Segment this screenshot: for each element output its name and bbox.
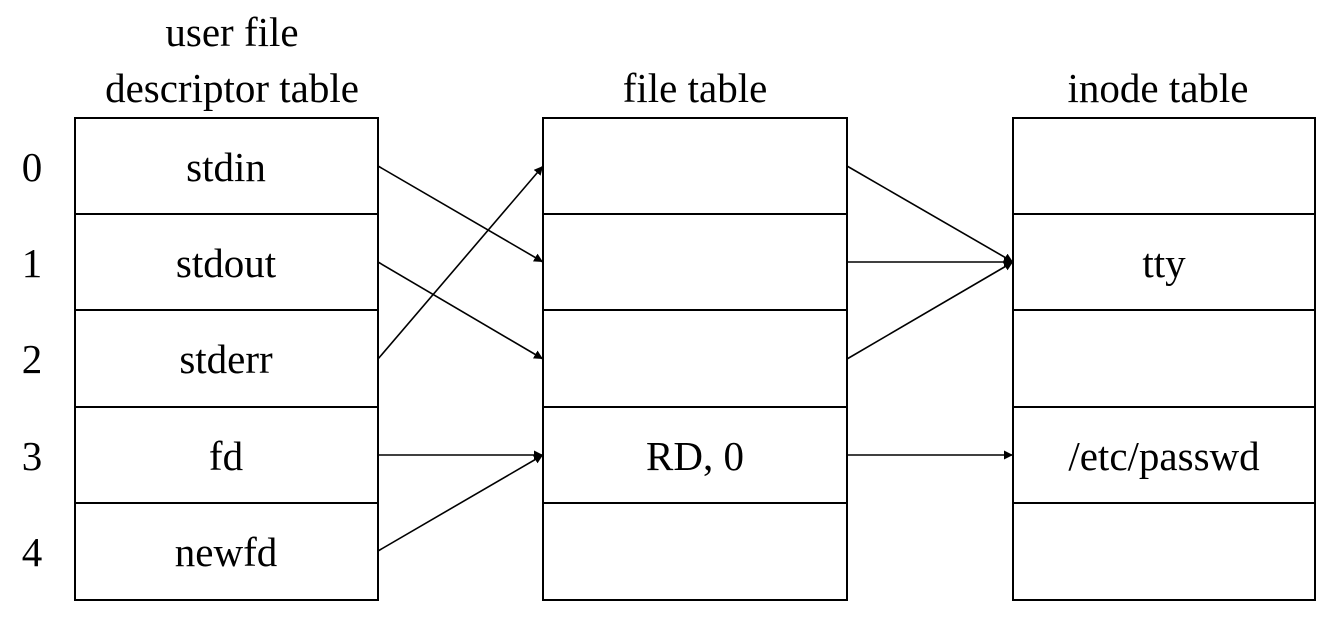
file-table-cell-0	[542, 117, 848, 215]
user-fd-cell-0-label: stdin	[186, 144, 266, 190]
inode-table-cell-3-label: /etc/passwd	[1068, 433, 1259, 479]
user-fd-cell-3-label: fd	[209, 433, 243, 479]
pointer-arrows	[377, 165, 1014, 552]
user-fd-cell-4-label: newfd	[175, 529, 277, 575]
inode-table-cell-0	[1012, 117, 1316, 215]
file-table-cell-1	[542, 213, 848, 311]
file-table-title: file table	[623, 65, 768, 111]
user-fd-cell-0	[74, 117, 379, 215]
user-fd-cell-1-label: stdout	[176, 240, 277, 286]
inode-table-cell-1-label: tty	[1142, 240, 1186, 286]
user-fd-table: stdin stdout stderr fd newfd	[74, 117, 379, 601]
pointer-arrow-4	[377, 454, 544, 552]
file-table-cell-3	[542, 406, 848, 504]
file-table-cell-3-label: RD, 0	[646, 433, 744, 479]
pointer-arrow-2	[377, 165, 544, 360]
user-fd-table-title-line-2: descriptor table	[105, 65, 359, 111]
pointer-arrow-5	[846, 165, 1014, 263]
user-fd-cell-3	[74, 406, 379, 504]
inode-table-cell-2	[1012, 309, 1316, 408]
user-fd-cell-2	[74, 309, 379, 408]
file-table-cell-4	[542, 502, 848, 601]
file-table: RD, 0	[542, 117, 848, 601]
row-index-0: 0	[22, 144, 43, 190]
row-indices: 0 1 2 3 4	[22, 144, 43, 575]
row-index-4: 4	[22, 529, 43, 575]
pointer-arrow-0	[377, 165, 544, 263]
row-index-3: 3	[22, 433, 43, 479]
user-fd-cell-2-label: stderr	[179, 336, 273, 382]
pointer-arrow-1	[377, 261, 544, 360]
row-index-2: 2	[22, 336, 43, 382]
user-fd-cell-1	[74, 213, 379, 311]
file-table-cell-2	[542, 309, 848, 408]
user-fd-cell-4	[74, 502, 379, 601]
inode-table-title: inode table	[1067, 65, 1248, 111]
inode-table: tty /etc/passwd	[1012, 117, 1316, 601]
inode-table-cell-4	[1012, 502, 1316, 601]
pointer-arrow-7	[846, 261, 1014, 360]
user-fd-table-title-line-1: user file	[165, 9, 298, 55]
row-index-1: 1	[22, 240, 43, 286]
